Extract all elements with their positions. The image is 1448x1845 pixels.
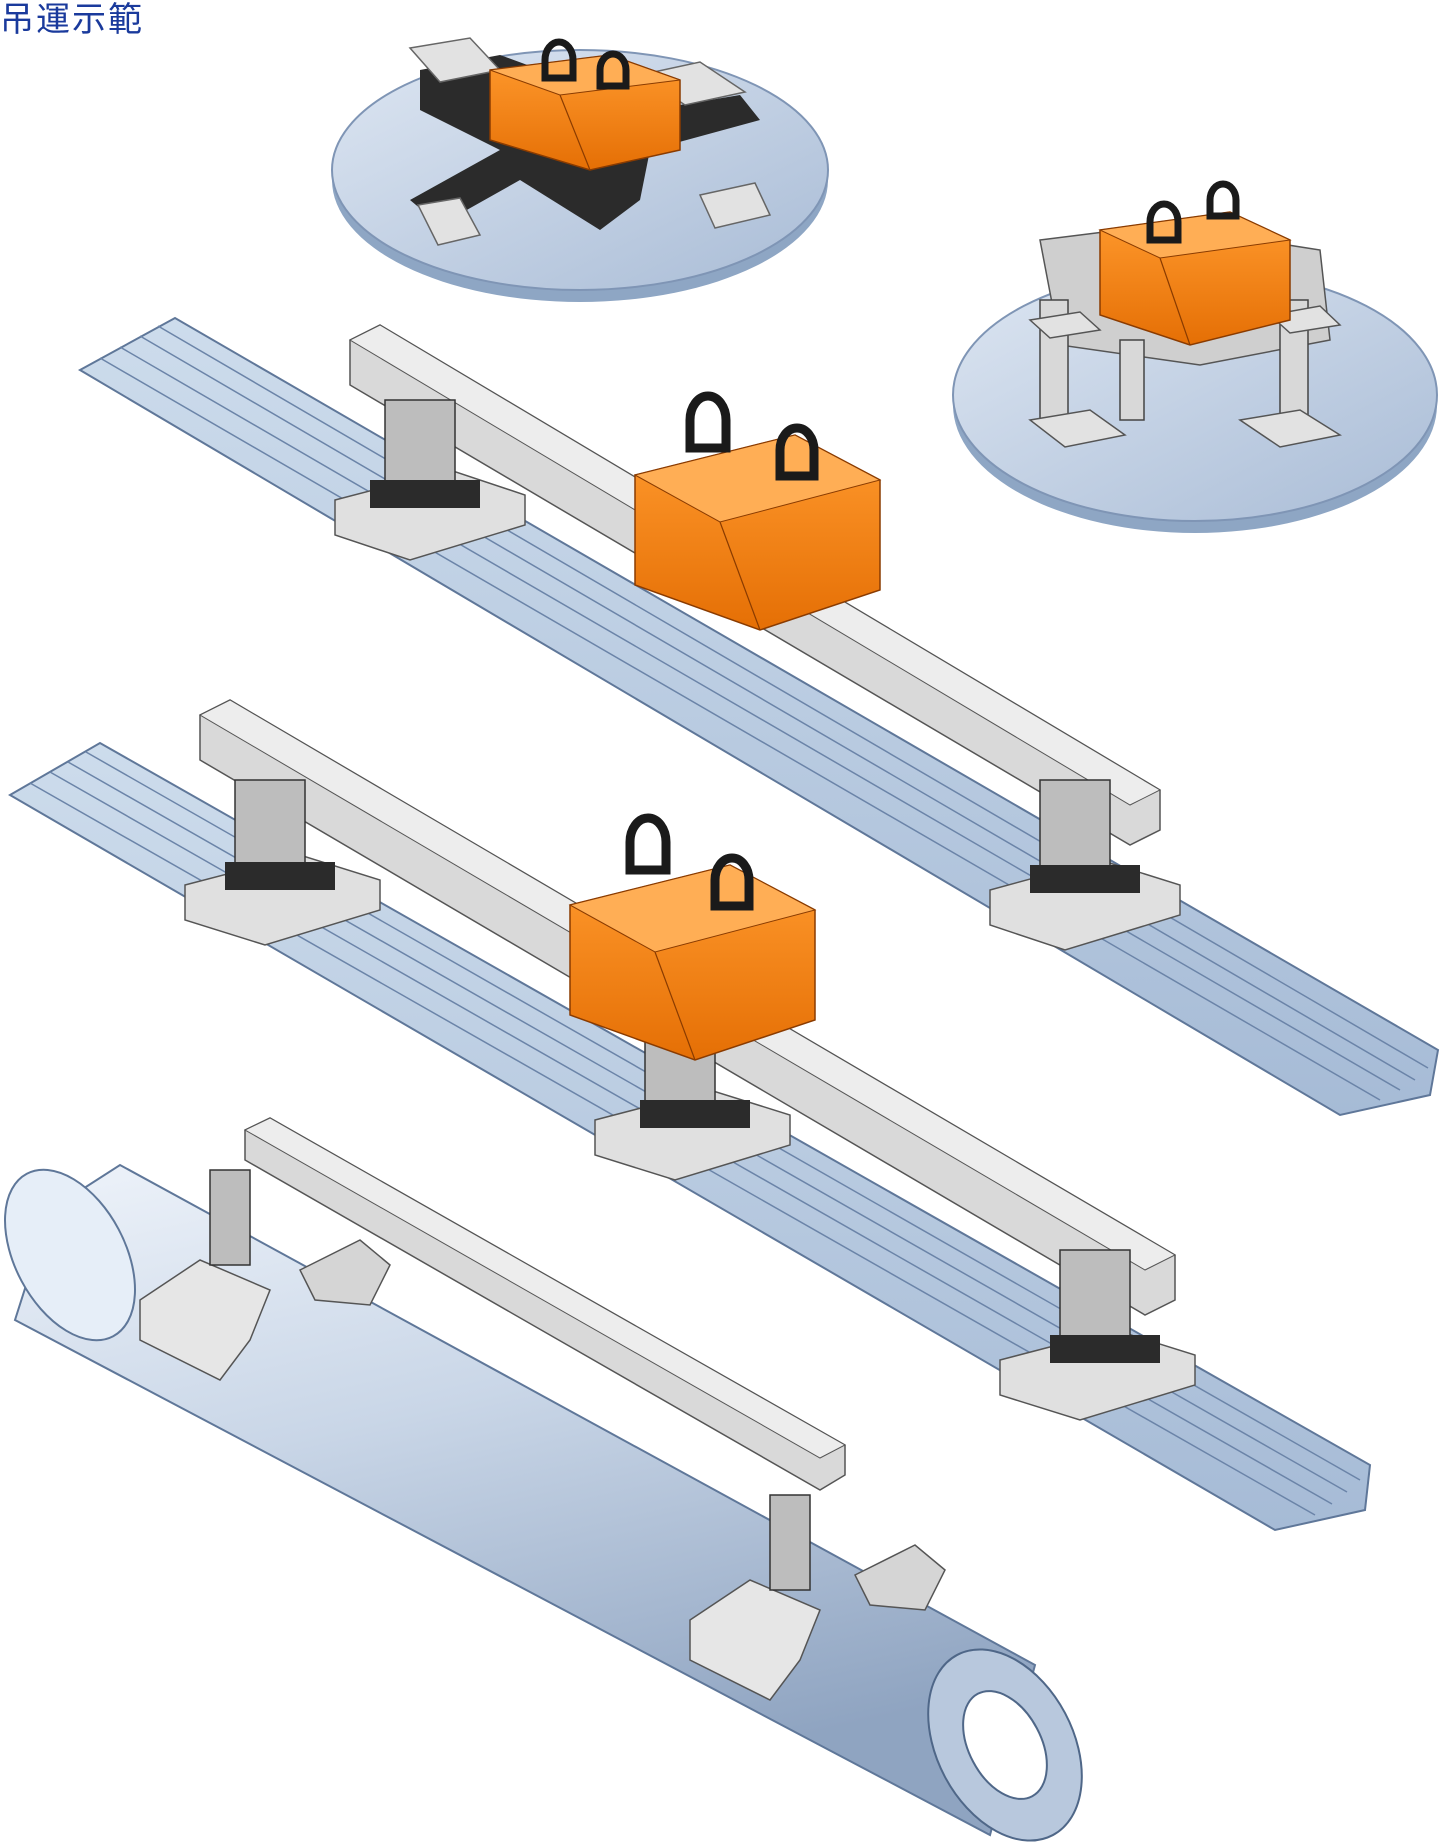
scene-ribbed-plate-2 [8,699,1372,1532]
page-title: 吊運示範 [0,0,144,40]
scene-pipe [4,1117,1083,1842]
scene-ribbed-plate-1 [77,316,1440,1117]
scene-round-plate-right [952,180,1438,533]
scene-round-plate-top [331,37,829,302]
